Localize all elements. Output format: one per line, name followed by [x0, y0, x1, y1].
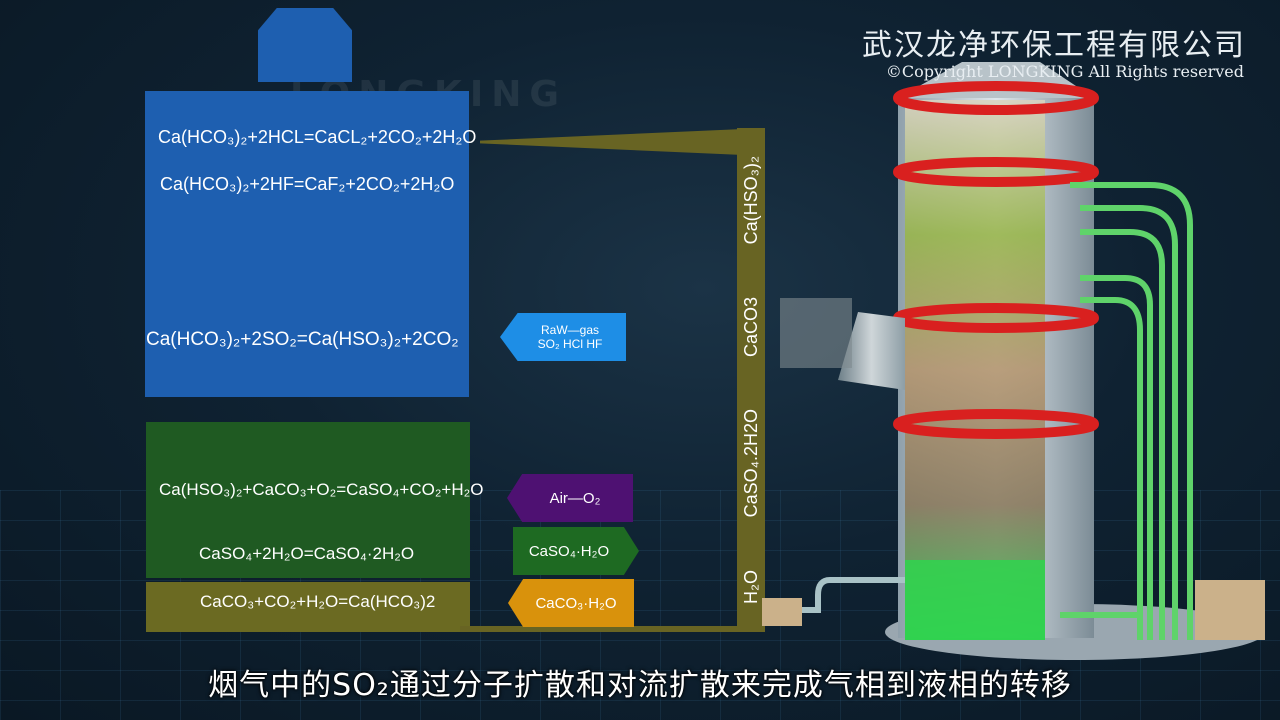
pipe-label-caco3: CaCO3: [740, 296, 761, 357]
pipe-label-gypsum: CaSO₄.2H2O: [740, 409, 761, 518]
limestone-tag: CaCO₃·H₂O: [508, 579, 634, 627]
outlet-stack: [258, 8, 352, 82]
company-name: 武汉龙净环保工程有限公司: [862, 28, 1246, 63]
copyright-notice: ©Copyright LONGKING All Rights reserved: [885, 62, 1244, 81]
pipe-top-arrow: [480, 128, 765, 156]
ring-3: [893, 303, 1099, 333]
air-tag-label: Air—O₂: [549, 489, 601, 507]
absorption-panel: [145, 91, 469, 397]
dissolution-panel: [146, 582, 470, 632]
rawgas-line2: SO₂ HCl HF: [537, 337, 603, 351]
equation-bicarbonate: CaCO₃+CO₂+H₂O=Ca(HCO₃)2: [200, 592, 436, 611]
rawgas-tag: RaW—gas SO₂ HCl HF: [500, 313, 626, 361]
equation-so2: Ca(HCO₃)₂+2SO₂=Ca(HSO₃)₂+2CO₂: [146, 329, 459, 350]
ring-2: [893, 157, 1099, 187]
equation-gypsum: CaSO₄+2H₂O=CaSO₄·2H₂O: [199, 544, 415, 563]
inlet-duct: [838, 312, 905, 390]
pipe-label-cahso3: Ca(HSO₃)₂: [740, 156, 761, 245]
equation-oxidation: Ca(HSO₃)₂+CaCO₃+O₂=CaSO₄+CO₂+H₂O: [159, 480, 484, 499]
ring-1: [893, 81, 1099, 115]
ring-4: [893, 409, 1099, 439]
pipe-bottom: [460, 626, 765, 632]
inlet-smoke: [780, 298, 852, 368]
pipe-label-h2o: H₂O: [740, 569, 761, 604]
air-tag: Air—O₂: [507, 474, 633, 522]
equation-hf: Ca(HCO₃)₂+2HF=CaF₂+2CO₂+2H₂O: [160, 174, 455, 194]
equation-hcl: Ca(HCO₃)₂+2HCL=CaCL₂+2CO₂+2H₂O: [158, 127, 477, 147]
rawgas-line1: RaW—gas: [540, 323, 599, 337]
pipe-labels: H₂O CaSO₄.2H2O CaCO3 Ca(HSO₃)₂: [736, 130, 766, 630]
gypsum-tag: CaSO₄·H₂O: [513, 527, 639, 575]
oxidation-panel: [146, 422, 470, 578]
video-subtitle: 烟气中的SO₂通过分子扩散和对流扩散来完成气相到液相的转移: [208, 668, 1072, 703]
limestone-tag-label: CaCO₃·H₂O: [535, 594, 617, 612]
gypsum-tag-label: CaSO₄·H₂O: [528, 542, 610, 560]
pipe-vertical: [737, 128, 765, 632]
